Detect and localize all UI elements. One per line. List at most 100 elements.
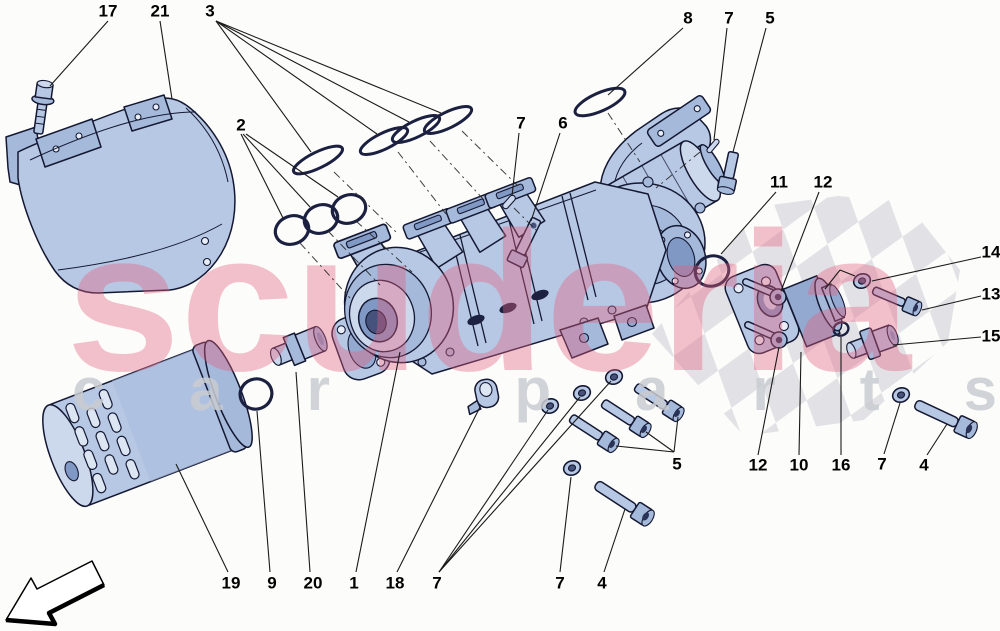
leader-line [215, 20, 312, 153]
part-number-label: 1 [349, 574, 358, 593]
elbow-flange [646, 95, 712, 147]
part-11-o-ring [693, 254, 731, 288]
outlet-port-flange [655, 224, 707, 290]
part-12-bolt [744, 321, 788, 349]
leader-line [892, 336, 982, 346]
leader-line [242, 133, 311, 208]
center-line [429, 140, 485, 201]
part-number-label: 17 [99, 2, 118, 21]
part-number-label: 12 [814, 173, 833, 192]
part-10-aux-pump [724, 263, 847, 355]
part-number-label: 18 [386, 574, 405, 593]
leader-line [607, 27, 684, 96]
part-20-union [269, 325, 328, 367]
part-number-label: 7 [516, 114, 525, 133]
part-number-label: 7 [555, 574, 564, 593]
part-number-label: 5 [672, 455, 681, 474]
leader-line [215, 20, 442, 114]
part-number-label: 7 [877, 455, 886, 474]
leader-line [438, 380, 612, 573]
part-4-bolt [914, 399, 978, 440]
part-1-pump-assembly [331, 95, 726, 381]
part-number-label: 16 [832, 456, 851, 475]
leader-line [245, 133, 339, 198]
center-line [607, 112, 641, 163]
leader-line [871, 256, 982, 282]
leader-line [720, 191, 777, 255]
part-9-o-ring [238, 377, 274, 411]
part-number-label: 4 [919, 456, 929, 475]
leader-line [530, 132, 561, 222]
part-13-bolt [871, 286, 923, 317]
leader-line [824, 269, 841, 290]
construction-lines [299, 112, 701, 299]
direction-arrow [5, 560, 106, 627]
part-7-washer [891, 387, 911, 403]
part-number-label: 12 [749, 456, 768, 475]
leader-line [175, 463, 229, 573]
leader-line [713, 27, 728, 141]
part-number-label: 19 [222, 574, 241, 593]
watermark-title: scuderia [66, 191, 913, 412]
part-12-bolt [742, 278, 787, 306]
leader-line [839, 269, 856, 277]
part-5-bolt [633, 383, 685, 423]
leader-line [559, 476, 572, 573]
center-line [355, 220, 413, 273]
part-number-label: 7 [432, 574, 441, 593]
leader-line [615, 445, 675, 453]
leader-line [438, 409, 549, 573]
part-number-label: 9 [267, 574, 276, 593]
part-19-oil-filter [42, 339, 253, 508]
pump-snout [343, 246, 455, 364]
leader-line [49, 20, 109, 87]
intake-stub [445, 191, 507, 253]
leader-line [511, 132, 520, 197]
part-number-label: 2 [236, 116, 245, 135]
center-line [333, 171, 397, 233]
part-number-label: 4 [597, 574, 607, 593]
leader-line [603, 508, 626, 573]
leader-line [240, 133, 284, 219]
part-16-o-ring [832, 321, 850, 337]
part-21-heat-shield [5, 94, 236, 294]
part-15-union-fitting [846, 324, 899, 361]
part-7-washer [572, 385, 592, 401]
part-number-label: 3 [205, 2, 214, 21]
center-line [327, 230, 381, 286]
leader-line [798, 351, 802, 456]
part-8-o-ring [573, 86, 627, 118]
leader-line [438, 396, 581, 573]
part-number-label: 7 [724, 9, 733, 28]
part-number-label: 5 [765, 9, 774, 28]
leader-line [215, 20, 378, 135]
part-number-label: 13 [982, 285, 1000, 304]
leader-line [883, 402, 901, 455]
part-5-bolt [600, 399, 652, 439]
center-line [397, 151, 447, 215]
part-number-label: 14 [982, 243, 1000, 262]
leader-line [295, 371, 311, 573]
center-line [461, 130, 519, 187]
part-number-label: 6 [558, 114, 567, 133]
part-number-label: 10 [790, 456, 809, 475]
part-number-label: 20 [304, 574, 323, 593]
leader-line [355, 351, 401, 573]
leader-line [780, 191, 820, 292]
leader-line [256, 410, 271, 573]
leader-line [732, 27, 767, 153]
part-7-washer [540, 398, 560, 414]
part-number-label: 8 [683, 9, 692, 28]
part-5-bolt [716, 150, 740, 195]
center-line [299, 242, 351, 299]
leader-line [159, 20, 173, 100]
part-7-washer [562, 460, 582, 476]
part-18-bracket [467, 378, 500, 416]
leader-line [396, 406, 481, 573]
leader-line [673, 416, 679, 453]
callout-leader-lines [49, 20, 982, 573]
part-3-seal [291, 105, 474, 176]
part-4-bolt [594, 480, 655, 527]
